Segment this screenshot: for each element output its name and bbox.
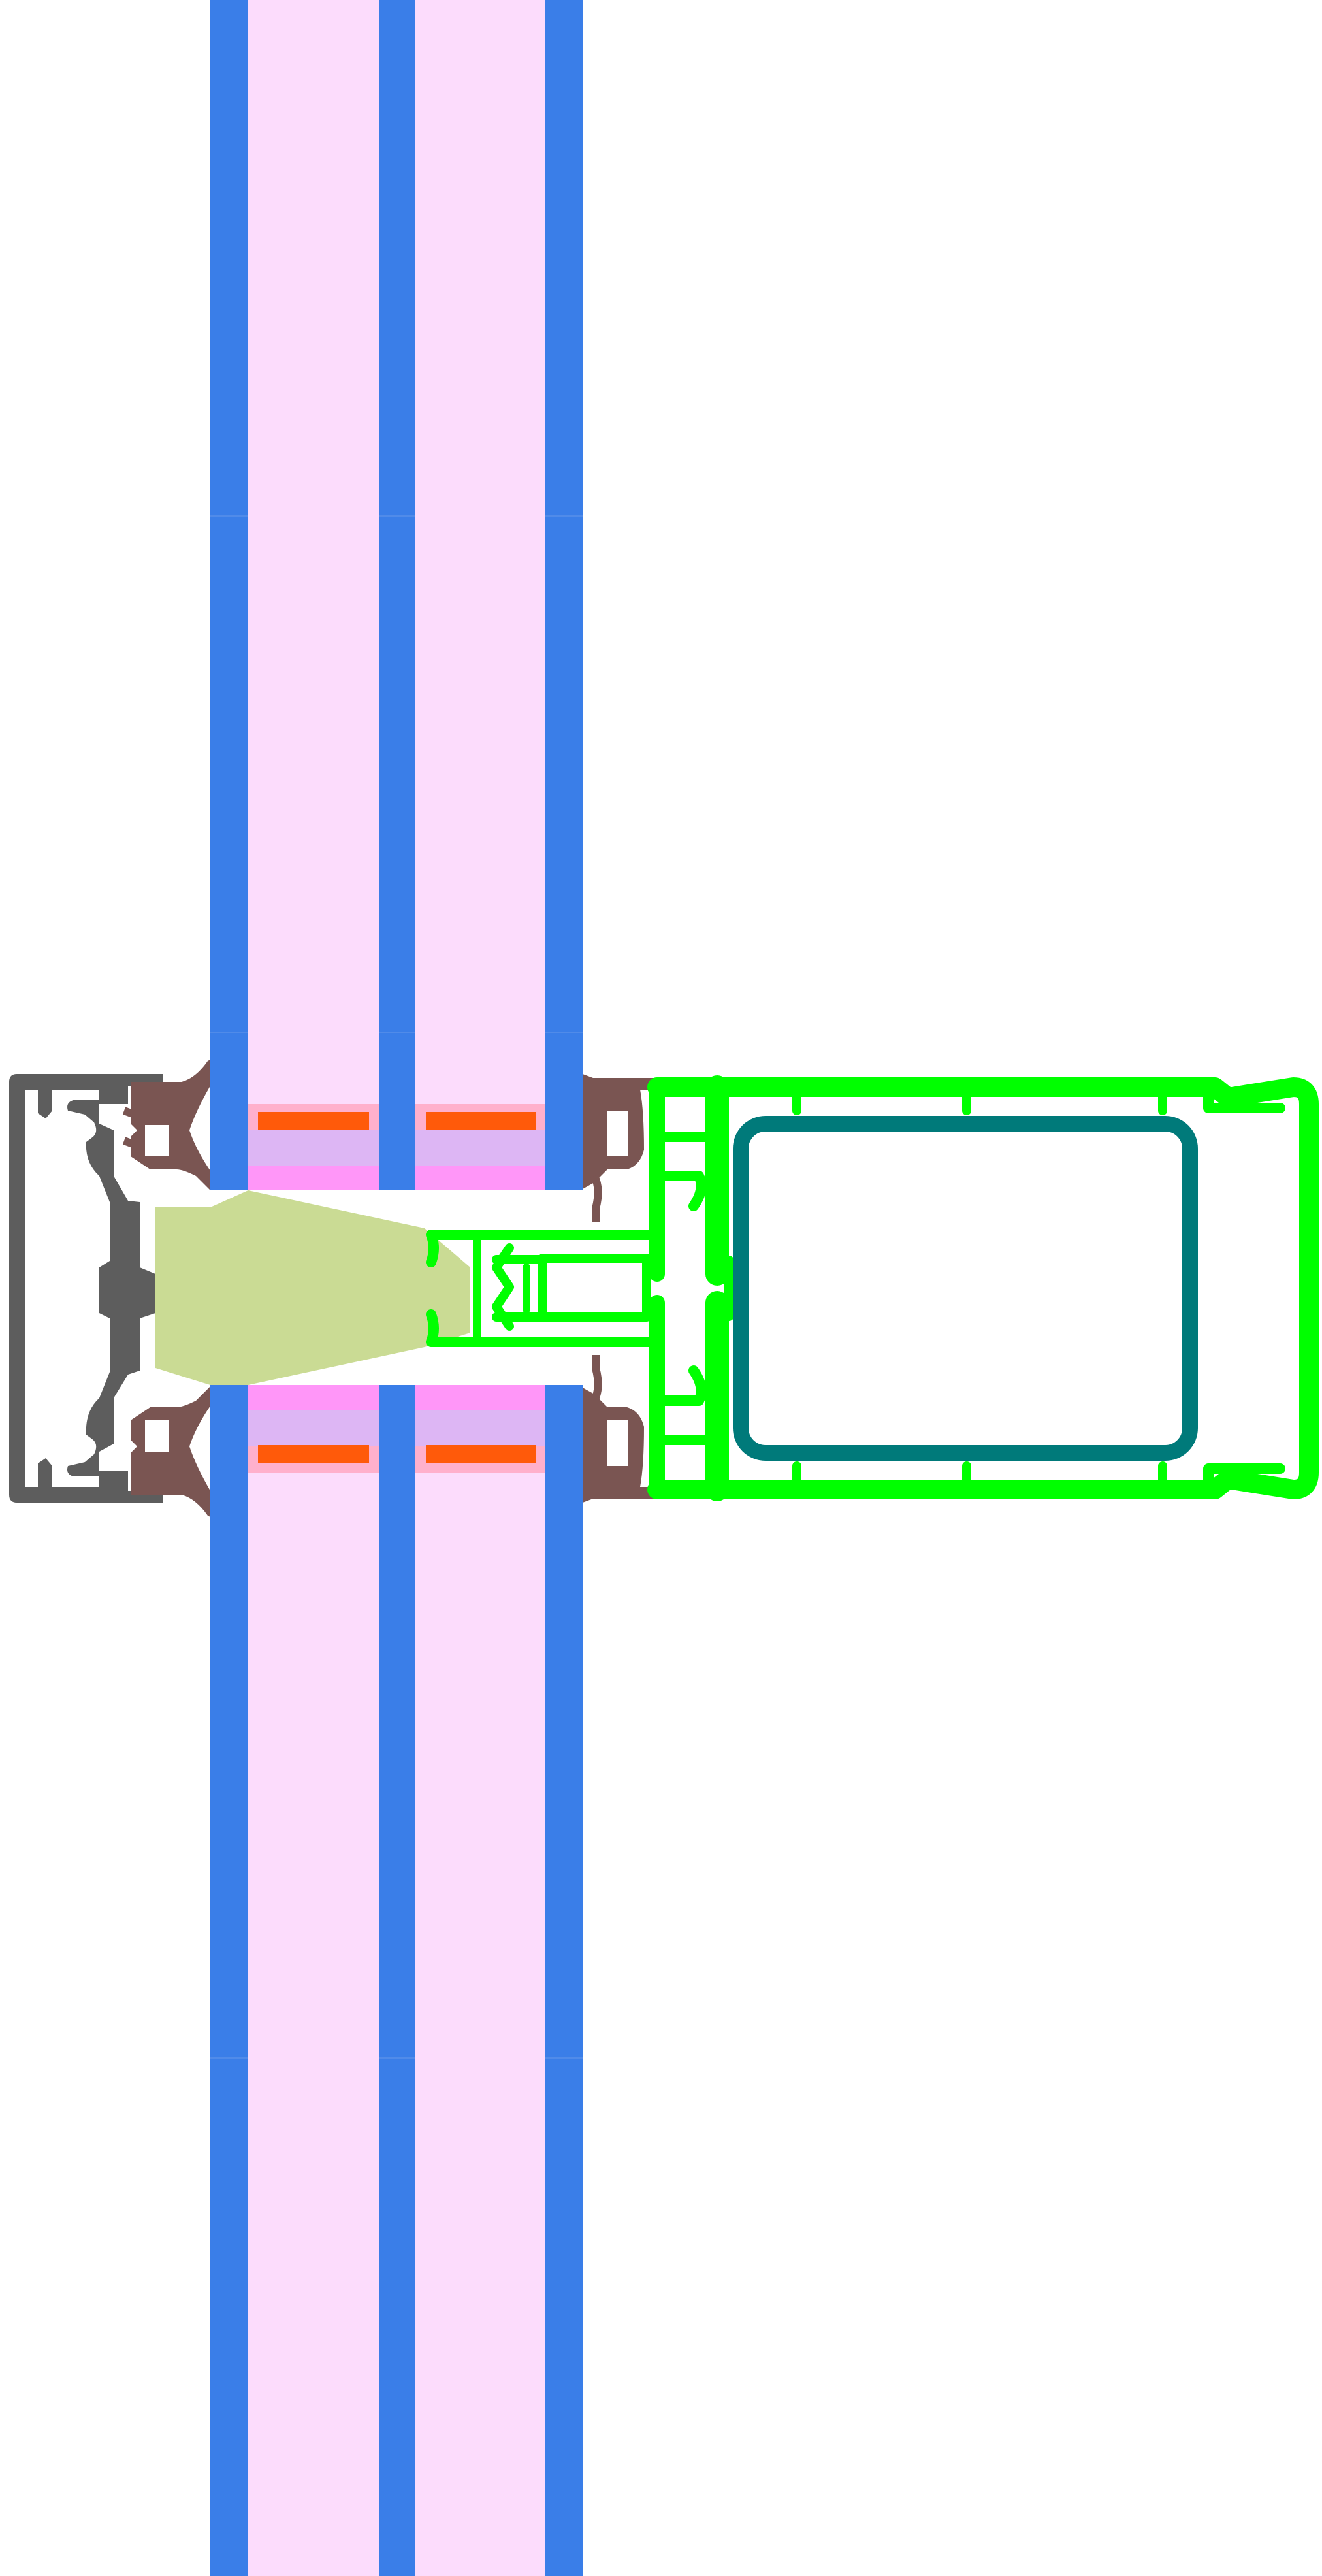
pressure-plate — [9, 1074, 163, 1503]
exterior-gasket-upper — [122, 1060, 210, 1190]
steel-reinforcement-tube — [733, 1116, 1198, 1461]
aluminium-mullion — [426, 1075, 1319, 1501]
glass-segment-joints — [210, 515, 583, 2059]
edge-seal-upper — [248, 1104, 545, 1190]
exterior-gasket-lower — [131, 1386, 210, 1517]
interior-gasket-upper — [583, 1074, 657, 1222]
spacer-bar — [426, 1112, 536, 1130]
interior-gasket-teeth — [583, 1079, 596, 1164]
spacer-bar — [426, 1445, 536, 1463]
interior-gasket-hook — [590, 1174, 602, 1222]
spacer-bar — [258, 1112, 369, 1130]
spacer-bar — [258, 1445, 369, 1463]
setting-block — [155, 1190, 470, 1385]
edge-seal-lower — [248, 1385, 545, 1473]
interior-gasket-lower — [583, 1355, 657, 1503]
